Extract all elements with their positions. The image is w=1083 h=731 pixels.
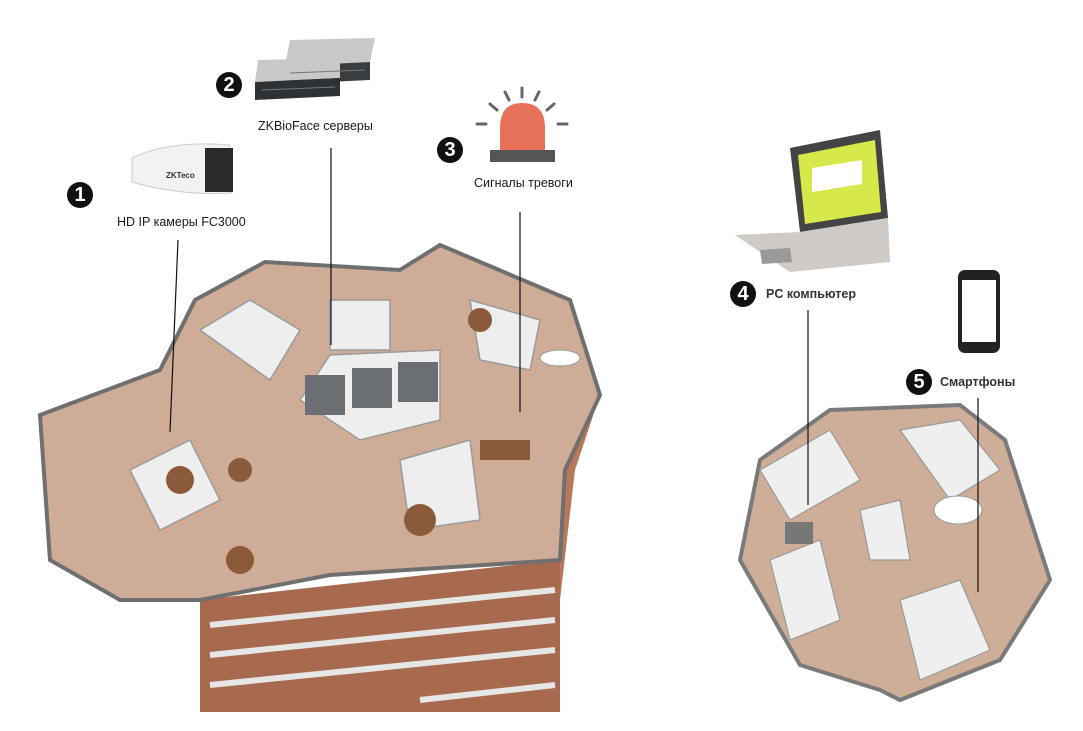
ip-camera-icon: ZKTeco: [131, 143, 233, 195]
label-ip-cameras: HD IP камеры FC3000: [117, 215, 246, 229]
camera-brand-logo: ZKTeco: [166, 171, 195, 180]
badge-1: 1: [67, 182, 93, 208]
label-smartphones: Смартфоны: [940, 375, 1016, 389]
laptop-icon: [735, 130, 890, 272]
server-rack-icon: [255, 38, 375, 100]
badge-3: 3: [437, 137, 463, 163]
badge-2: 2: [216, 72, 242, 98]
leader-lines: [169, 148, 979, 592]
office-building-left: [37, 242, 603, 712]
label-pc: PC компьютер: [766, 287, 856, 301]
smartphone-icon: [958, 270, 1000, 353]
alarm-siren-icon: [475, 86, 569, 162]
label-servers: ZKBioFace серверы: [258, 119, 373, 133]
office-floorplan-right: [737, 402, 1053, 703]
label-alarms: Сигналы тревоги: [474, 176, 573, 190]
badge-5: 5: [906, 369, 932, 395]
badge-4: 4: [730, 281, 756, 307]
